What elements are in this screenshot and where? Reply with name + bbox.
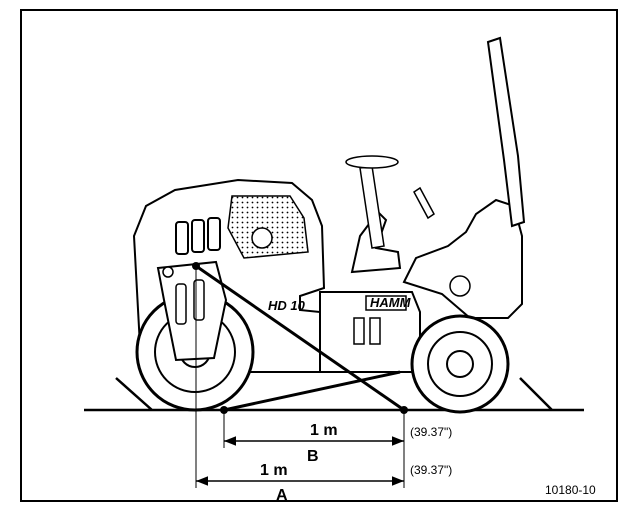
dimension-a-letter: A [276,487,288,504]
hood-vent-area [227,195,309,259]
rear-body [402,198,523,319]
hood-vent-3 [207,217,221,251]
dimension-a-value: 1 m [260,462,288,479]
rops-mast [486,36,526,228]
diagonal-line-a [195,264,405,412]
front-arm-slot-1 [175,283,187,325]
control-lever [413,186,435,220]
chassis-panel-2 [369,317,381,345]
hood-vent-1 [175,221,189,255]
ground-ramp-line [84,377,584,412]
diagonal-line-b [223,370,401,412]
dimension-b-value: 1 m [310,422,338,439]
figure-number: 10180-10 [545,483,596,497]
rear-badge [449,275,471,297]
dimension-b-letter: B [307,448,319,465]
dimension-b-inches: (39.37") [410,425,452,439]
front-drum-arm [156,260,228,362]
chassis-panel-1 [353,317,365,345]
hamm-badge [365,295,407,311]
hood-fan [251,227,273,249]
diagram-border [20,9,618,502]
dimension-a-inches: (39.37") [410,463,452,477]
steering-wheel [345,155,399,169]
front-arm-pivot [162,266,174,278]
hood-vent-2 [191,219,205,253]
rear-wheel-hub [446,350,474,378]
roller-machine [132,36,526,414]
machine-brand-label: HAMM [370,295,412,310]
machine-model-label: HD 10 [268,298,306,313]
